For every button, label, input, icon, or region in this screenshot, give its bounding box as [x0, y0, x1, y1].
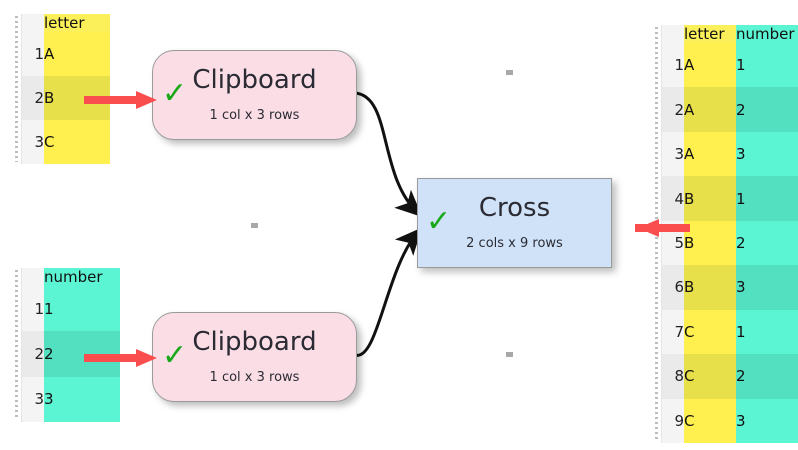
cell-letter[interactable]: C — [684, 309, 736, 355]
cell-number[interactable]: 2 — [736, 354, 798, 399]
scroll-gutter[interactable] — [12, 268, 22, 422]
scroll-gutter[interactable] — [652, 25, 662, 443]
table-header-row: letter number — [662, 25, 798, 43]
node-clipboard-bottom[interactable]: ✓ Clipboard 1 col x 3 rows — [152, 312, 357, 402]
cell-number[interactable]: 1 — [44, 286, 120, 332]
cell-number[interactable]: 2 — [736, 87, 798, 132]
node-title: Clipboard — [192, 327, 317, 357]
row-number[interactable]: 1 — [22, 32, 44, 76]
corner-cell[interactable] — [22, 14, 44, 32]
row-number[interactable]: 3 — [662, 131, 684, 177]
node-clipboard-top[interactable]: ✓ Clipboard 1 col x 3 rows — [152, 50, 357, 140]
node-title: Cross — [478, 193, 551, 223]
check-icon: ✓ — [162, 76, 188, 111]
cell-letter[interactable]: C — [684, 398, 736, 443]
row-number[interactable]: 5 — [662, 220, 684, 266]
connector-clipboard-top-to-cross[interactable] — [354, 91, 423, 218]
row-number[interactable]: 6 — [662, 265, 684, 310]
cell-number[interactable]: 3 — [736, 398, 798, 443]
node-subtitle: 1 col x 3 rows — [209, 108, 300, 123]
row-number[interactable]: 8 — [662, 354, 684, 399]
check-icon: ✓ — [162, 338, 188, 373]
row-number[interactable]: 1 — [22, 286, 44, 332]
connector-clipboard-bottom-to-cross[interactable] — [354, 227, 422, 357]
row-number[interactable]: 3 — [22, 120, 44, 164]
cell-letter[interactable]: B — [684, 265, 736, 310]
node-subtitle: 1 col x 3 rows — [209, 370, 300, 385]
row-number[interactable]: 1 — [662, 43, 684, 88]
corner-cell[interactable] — [22, 268, 44, 286]
cell-number[interactable]: 3 — [44, 376, 120, 422]
cell-letter[interactable]: A — [44, 32, 110, 76]
row-number[interactable]: 2 — [662, 87, 684, 132]
cell-letter[interactable]: C — [684, 354, 736, 399]
canvas-dot — [506, 70, 513, 75]
node-subtitle: 2 cols x 9 rows — [466, 236, 563, 251]
table-header-row: number — [22, 268, 120, 286]
scroll-gutter[interactable] — [12, 14, 22, 164]
cell-letter[interactable]: C — [44, 120, 110, 164]
column-header-letter[interactable]: letter — [684, 25, 736, 43]
cell-number[interactable]: 2 — [736, 220, 798, 266]
column-header-number[interactable]: number — [736, 25, 798, 43]
check-icon: ✓ — [426, 204, 452, 239]
row-number[interactable]: 9 — [662, 398, 684, 443]
row-number[interactable]: 3 — [22, 376, 44, 422]
row-number[interactable]: 2 — [22, 76, 44, 120]
cell-number[interactable]: 3 — [736, 265, 798, 310]
table-header-row: letter — [22, 14, 110, 32]
cell-letter[interactable]: B — [684, 220, 736, 266]
cell-letter[interactable]: A — [684, 131, 736, 177]
column-header-letter[interactable]: letter — [44, 14, 110, 32]
cell-letter[interactable]: A — [684, 87, 736, 132]
node-cross[interactable]: ✓ Cross 2 cols x 9 rows — [417, 178, 612, 268]
corner-cell[interactable] — [662, 25, 684, 43]
cell-letter[interactable]: B — [684, 176, 736, 221]
cell-number[interactable]: 2 — [44, 331, 120, 377]
column-header-number[interactable]: number — [44, 268, 120, 286]
cell-number[interactable]: 1 — [736, 309, 798, 355]
canvas-dot — [251, 223, 258, 228]
node-title: Clipboard — [192, 65, 317, 95]
cell-number[interactable]: 1 — [736, 176, 798, 221]
canvas-dot — [506, 352, 513, 357]
row-number[interactable]: 4 — [662, 176, 684, 221]
cell-number[interactable]: 1 — [736, 43, 798, 88]
row-number[interactable]: 2 — [22, 331, 44, 377]
cell-number[interactable]: 3 — [736, 131, 798, 177]
row-number[interactable]: 7 — [662, 309, 684, 355]
cell-letter[interactable]: B — [44, 76, 110, 120]
cell-letter[interactable]: A — [684, 43, 736, 88]
